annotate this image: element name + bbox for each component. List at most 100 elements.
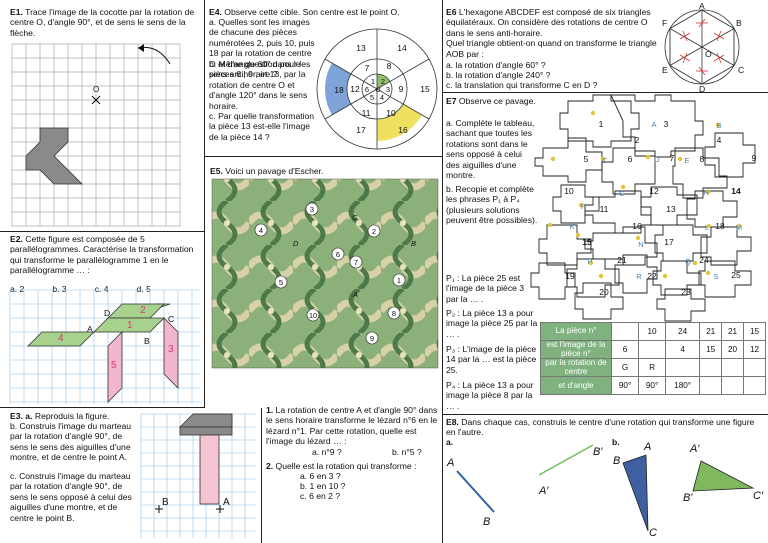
table-cell[interactable]: 6 (610, 339, 640, 360)
e8-figures (456, 444, 755, 532)
e5-questions: 1. La rotation de centre A et d'angle 90… (262, 405, 443, 543)
lizard-8: 8 (387, 306, 401, 320)
table-cell[interactable] (743, 358, 766, 378)
point-f: F (581, 202, 586, 211)
hammer-head-bottom (179, 426, 233, 436)
lizard-7: 7 (349, 255, 363, 269)
e5-statement: E5. Voici un pavage d'Escher. (210, 166, 324, 176)
table-cell[interactable]: 180° (665, 376, 701, 396)
tile-6: 6 (628, 154, 633, 164)
target-11: 11 (362, 108, 371, 118)
table-row: et d'angle 90° 90° 180° (540, 376, 766, 396)
e7-table: La pièce n° 10 24 21 21 15 est l'image d… (540, 322, 766, 396)
point-s: S (713, 272, 718, 281)
e5-q2-c[interactable]: c. 6 en 2 ? (300, 491, 341, 501)
point-r: R (636, 272, 642, 281)
table-cell[interactable]: 90° (638, 376, 667, 396)
e8-part-b: b. (612, 437, 620, 447)
e5-q2: 2. Quelle est la rotation qui transforme… (266, 461, 417, 471)
e8-label-b: B (483, 516, 491, 528)
parallelogram-3 (163, 317, 179, 389)
table-cell[interactable]: 12 (743, 339, 766, 360)
table-cell[interactable]: 20 (721, 339, 745, 360)
point-e: E (684, 156, 689, 165)
tile-12: 12 (649, 186, 659, 196)
table-cell[interactable] (743, 376, 766, 396)
lizard-9: 9 (365, 331, 379, 345)
svg-text:3: 3 (310, 205, 314, 214)
e3-question-c: c. Construis l'image du marteau par la r… (10, 471, 132, 523)
triangle-a2b2c2 (692, 460, 755, 492)
e2-option-d[interactable]: d. 5 (136, 284, 151, 295)
exercise-e6: E6 L'hexagone ABCDEF est composé de six … (443, 0, 768, 94)
table-cell[interactable] (699, 376, 723, 396)
lizard-10: 10 (306, 308, 320, 322)
e4-question-a: a. Quelles sont les images de chacune de… (209, 17, 315, 80)
e5-q1-b[interactable]: b. n°5 ? (392, 447, 422, 457)
table-cell[interactable]: 10 (638, 322, 667, 341)
table-cell[interactable] (721, 376, 745, 396)
e8-part-a: a. (446, 437, 454, 447)
e2-option-b[interactable]: b. 3 (52, 284, 67, 295)
hex-label-a: A (699, 1, 705, 11)
table-cell[interactable]: 21 (699, 322, 723, 341)
point-d: D (654, 155, 660, 164)
target-13: 13 (356, 43, 366, 53)
tile-14: 14 (731, 186, 741, 196)
e2-option-c[interactable]: c. 4 (94, 284, 109, 295)
e5-q1: 1. La rotation de centre A et d'angle 90… (266, 405, 438, 447)
table-cell[interactable]: 21 (721, 322, 745, 341)
e5-q1-a[interactable]: a. n°9 ? (312, 447, 342, 457)
target-16: 16 (398, 125, 408, 135)
table-cell[interactable] (699, 358, 723, 378)
target-5: 5 (370, 93, 374, 102)
table-cell[interactable]: 15 (743, 322, 766, 341)
table-cell[interactable] (665, 358, 701, 378)
e5-q2-b[interactable]: b. 1 en 10 ? (300, 481, 346, 491)
e2-number-1: 1 (127, 320, 133, 331)
table-cell[interactable]: 24 (665, 322, 701, 341)
e3-label-b: B (162, 497, 169, 508)
e6-statement: E6 L'hexagone ABCDEF est composé de six … (446, 7, 657, 59)
table-cell[interactable]: 90° (610, 376, 640, 396)
point-n: N (638, 240, 643, 249)
target-15: 15 (420, 84, 430, 94)
tile-25: 25 (731, 270, 741, 280)
table-row: par la rotation de centre G R (540, 358, 766, 378)
e7-p4: P₄ : La pièce 13 a pour image la pièce 8… (446, 380, 534, 411)
table-cell[interactable] (610, 322, 640, 341)
point-g: G (619, 189, 625, 198)
table-cell[interactable]: R (638, 358, 667, 378)
hex-label-d: D (699, 84, 706, 94)
e8-label-a: A (447, 457, 455, 469)
svg-text:7: 7 (354, 258, 358, 267)
e2-label-d: D (104, 308, 111, 318)
e2-option-a[interactable]: a. 2 (10, 284, 25, 295)
e6-item-c: c. la translation qui transforme C en D … (446, 80, 598, 90)
exercise-e1: E1. Trace l'image de la cocotte par la r… (0, 0, 205, 232)
hex-label-f: F (662, 18, 668, 28)
target-12: 12 (350, 84, 360, 94)
table-cell[interactable] (638, 339, 667, 360)
target-17: 17 (356, 125, 366, 135)
e5-q2-a[interactable]: a. 6 en 3 ? (300, 471, 341, 481)
lizard-5: 5 (274, 275, 288, 289)
table-cell[interactable]: 15 (699, 339, 723, 360)
tile-16: 16 (632, 221, 642, 231)
segment-ab (456, 470, 495, 513)
table-cell[interactable]: G (610, 358, 640, 378)
tile-10: 10 (564, 186, 574, 196)
point-m: M (736, 223, 742, 232)
tile-7: 7 (670, 153, 675, 163)
table-cell[interactable] (721, 358, 745, 378)
svg-text:2: 2 (372, 227, 376, 236)
svg-text:6: 6 (336, 250, 340, 259)
e2-label-a: A (87, 324, 93, 334)
table-header: est l'image de la pièce n° (540, 339, 612, 360)
tile-11: 11 (600, 204, 609, 214)
point-c: C (602, 156, 608, 165)
e8-statement: E8. Dans chaque cas, construis le centre… (446, 417, 755, 438)
cocotte-shape (25, 127, 83, 185)
table-cell[interactable]: 4 (665, 339, 701, 360)
e2-label-c: C (168, 314, 175, 324)
